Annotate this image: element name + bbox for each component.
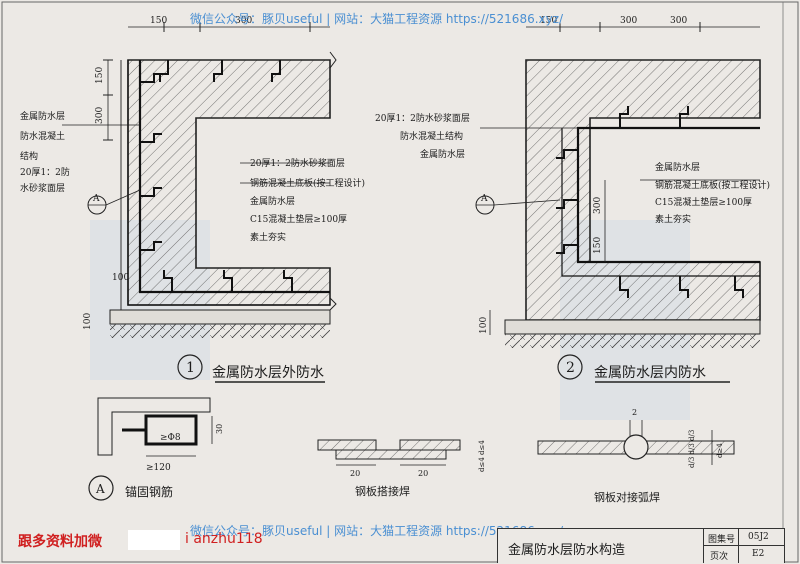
detail-a-anchor [88, 397, 213, 501]
d1-dim-150: 150 [150, 16, 167, 26]
d1-marker: A [92, 194, 100, 204]
da-title: 锚固钢筋 [125, 484, 173, 499]
d2-marker: A [480, 194, 488, 204]
da-dim-120: ≥120 [146, 463, 171, 473]
d2-right-label-3: 素土夯实 [655, 213, 691, 225]
lap-dim-1: 20 [350, 469, 360, 478]
watermark-top: 微信公众号：豚贝useful | 网站：大猫工程资源 https://52168… [190, 12, 564, 26]
d2-right-label-2: C15混凝土垫层≥100厚 [655, 196, 752, 208]
lap-weld [317, 439, 461, 466]
atlas-value: 05J2 [748, 532, 769, 542]
d1-left-label-3: 20厚1：2防 [20, 166, 70, 178]
d2-left-label-1: 防水混凝土结构 [400, 130, 463, 142]
butt-dim-v1: d/3 d/3 d/3 [688, 430, 696, 468]
butt-title: 钢板对接弧焊 [594, 490, 660, 504]
lap-title: 钢板搭接焊 [355, 484, 410, 498]
watermark-bottom: 微信公众号：豚贝useful | 网站：大猫工程资源 https://52168… [190, 524, 564, 538]
d2-left-label-2: 金属防水层 [420, 148, 465, 160]
d1-dim-left-150: 150 [95, 67, 105, 84]
d2-dim-150-v: 150 [593, 237, 603, 254]
d1-right-label-2: 金属防水层 [250, 195, 295, 207]
atlas-label: 图集号 [708, 535, 736, 545]
d2-number: 2 [566, 360, 575, 376]
d2-dim-150: 150 [540, 16, 557, 26]
d1-left-label-4: 水砂浆面层 [20, 182, 65, 194]
d1-right-label-3: C15混凝土垫层≥100厚 [250, 213, 347, 225]
d1-number: 1 [186, 360, 195, 376]
lap-dim-2: 20 [418, 469, 428, 478]
d1-left-label-0: 金属防水层 [20, 110, 65, 122]
contact-id: i anzhu118 [185, 531, 263, 547]
d2-dim-100-v: 100 [479, 317, 489, 334]
d1-dim-100a: 100 [112, 273, 129, 283]
d2-left-label-0: 20厚1：2防水砂浆面层 [375, 112, 470, 124]
d1-dim-left-300: 300 [95, 107, 105, 124]
butt-dim-top: 2 [632, 408, 637, 417]
title-block: 金属防水层防水构造 图集号 05J2 页次 E2 [497, 528, 785, 563]
contact-label: 跟多资料加微 [18, 534, 102, 550]
d2-title: 金属防水层内防水 [594, 365, 706, 381]
page-value: E2 [752, 549, 765, 559]
page-label: 页次 [710, 552, 729, 562]
d1-right-label-0: 20厚1：2防水砂浆面层 [250, 157, 345, 169]
da-dim-d: ≥Φ8 [160, 433, 181, 443]
da-marker: A [95, 482, 105, 496]
detail-1-wall [62, 22, 337, 383]
d2-dim-300a: 300 [620, 16, 637, 26]
d1-dim-300: 300 [235, 16, 252, 26]
d1-title: 金属防水层外防水 [212, 365, 324, 381]
d1-left-label-2: 结构 [20, 150, 38, 162]
contact-redaction [128, 530, 180, 550]
detail-2-wall [475, 22, 761, 383]
butt-dim-v2: d≥4 [716, 443, 724, 458]
d2-right-label-0: 金属防水层 [655, 161, 700, 173]
d2-right-label-1: 钢筋混凝土底板(按工程设计) [655, 179, 770, 191]
sheet-title: 金属防水层防水构造 [508, 543, 626, 558]
da-dim-30: 30 [215, 424, 224, 434]
lap-dim-v: d≤4 d≤4 [478, 440, 486, 472]
d1-left-label-1: 防水混凝土 [20, 130, 65, 142]
d1-right-label-1: 钢筋混凝土底板(按工程设计) [250, 177, 365, 189]
d1-dim-100b: 100 [83, 313, 93, 330]
butt-weld [537, 420, 735, 465]
d1-right-label-4: 素土夯实 [250, 231, 286, 243]
d2-dim-300-v: 300 [593, 197, 603, 214]
d2-dim-300b: 300 [670, 16, 687, 26]
